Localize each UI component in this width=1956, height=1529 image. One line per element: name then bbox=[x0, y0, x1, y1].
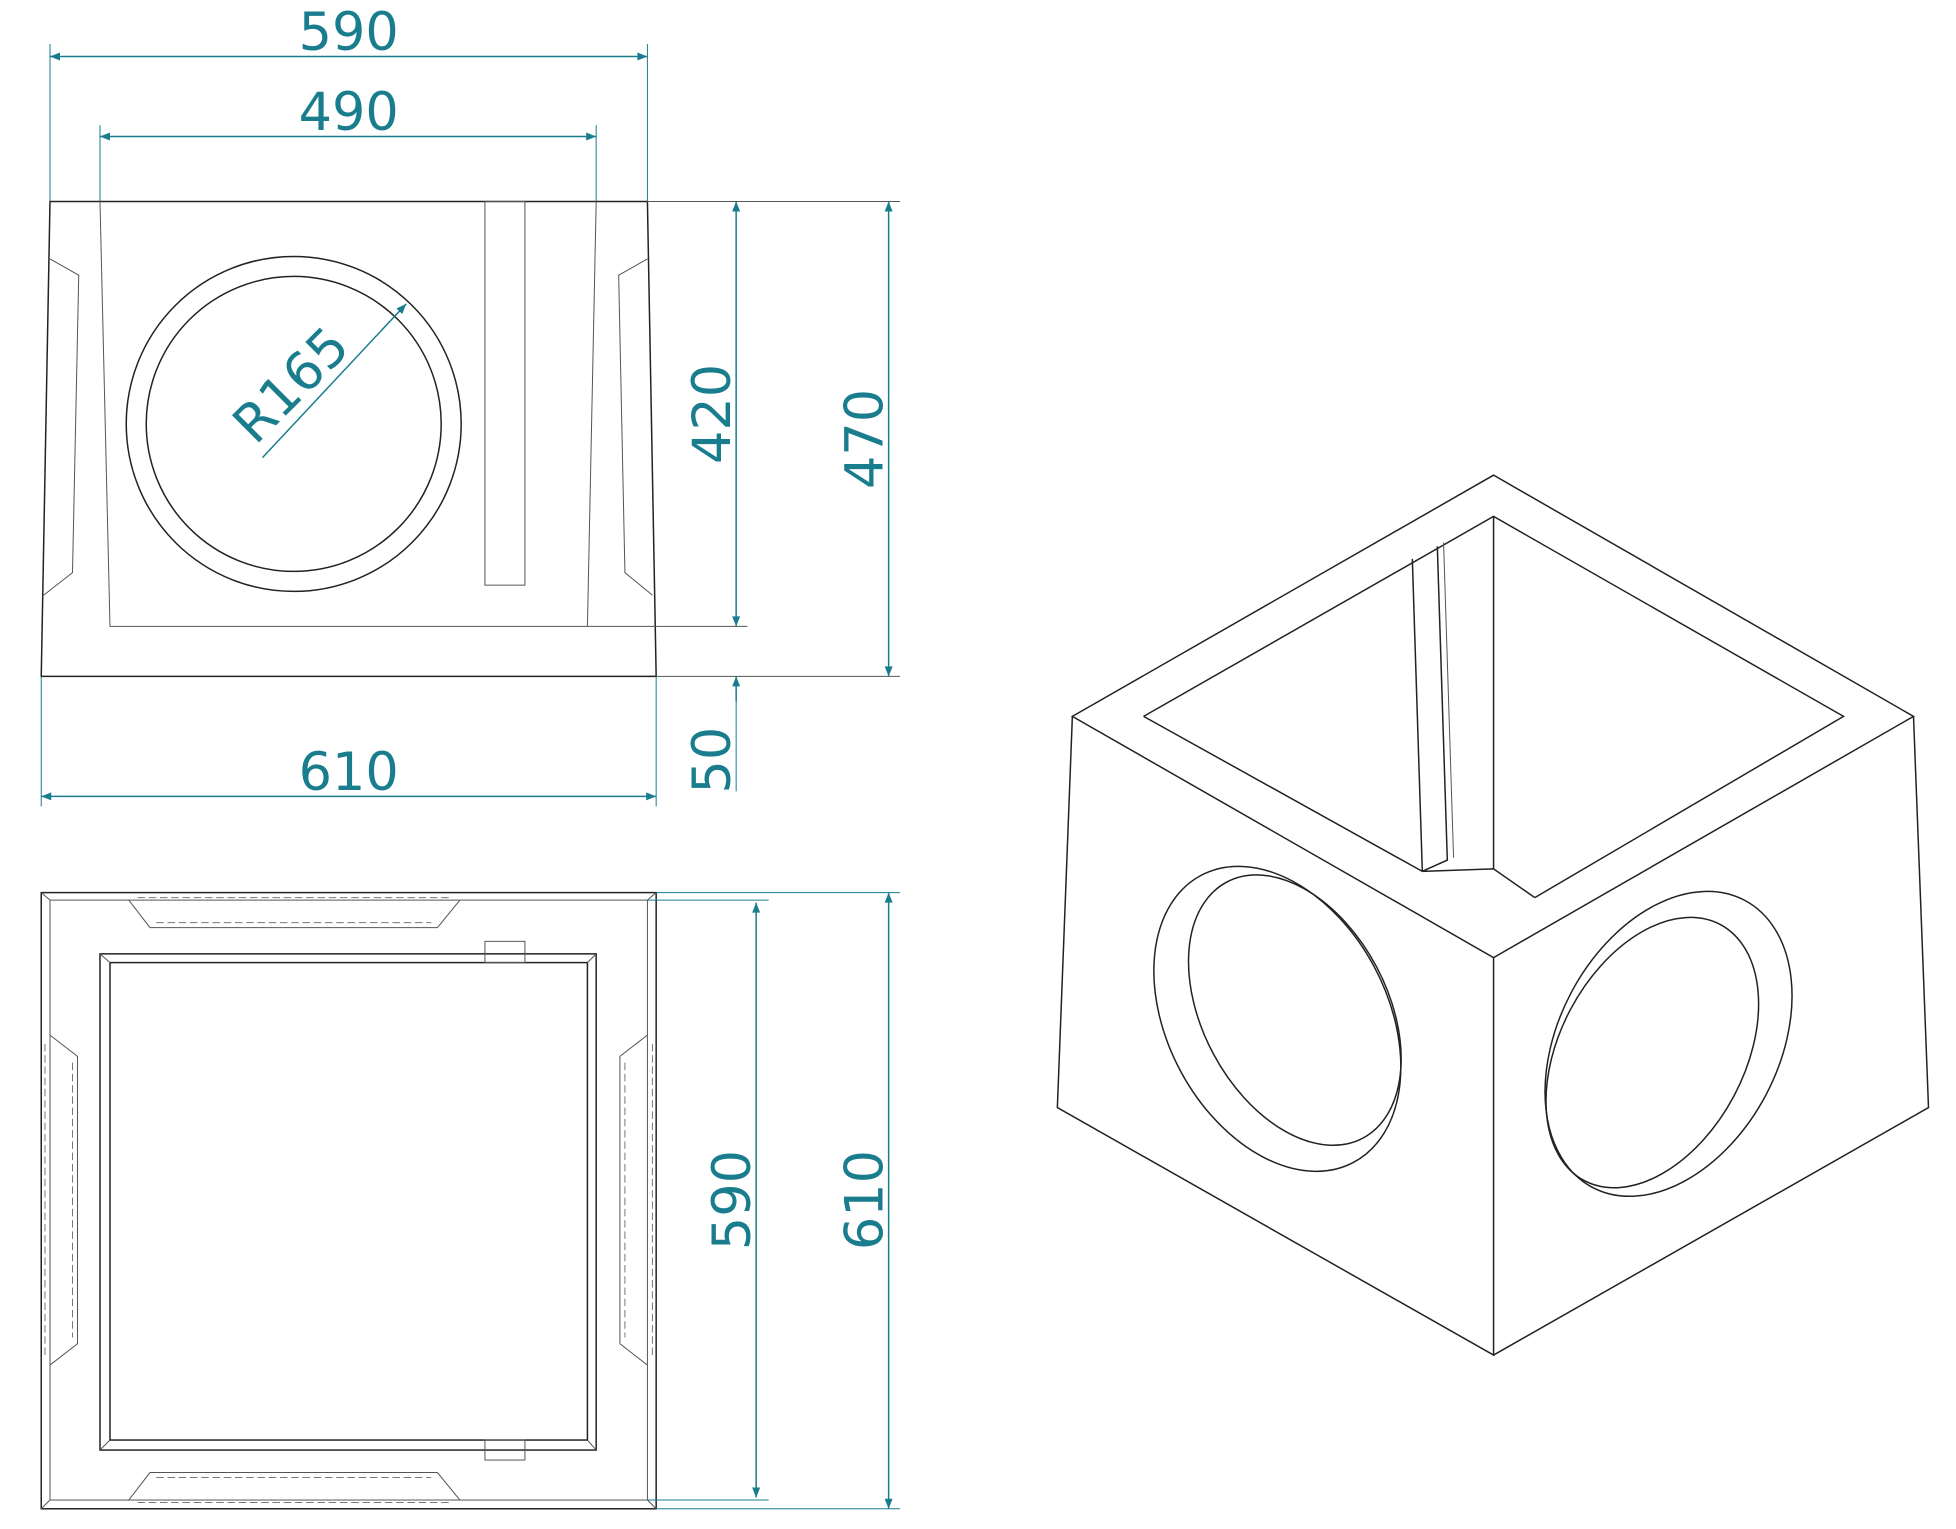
dim-base-thickness: 50 bbox=[682, 727, 743, 794]
isometric-view bbox=[1056, 474, 1930, 1357]
dim-plan-inner-size: 590 bbox=[702, 1150, 763, 1250]
iso-hole-right-outer bbox=[1544, 890, 1793, 1198]
dim-top-inner-width: 490 bbox=[299, 82, 399, 143]
dim-plan-outer-size: 610 bbox=[834, 1150, 895, 1250]
plan-view: 590 610 bbox=[40, 891, 900, 1510]
hole-outer bbox=[125, 255, 462, 593]
dim-inner-height: 420 bbox=[682, 364, 743, 464]
iso-hole-left-outer bbox=[1153, 865, 1402, 1173]
front-view: 590 490 420 470 50 610 R165 bbox=[40, 2, 900, 807]
dim-bottom-width: 610 bbox=[299, 742, 399, 803]
dim-hole-radius: R165 bbox=[221, 315, 361, 455]
dim-total-height: 470 bbox=[834, 389, 895, 489]
hole-inner bbox=[145, 275, 442, 573]
dim-top-outer-width: 590 bbox=[299, 2, 399, 63]
iso-hole-right-inner bbox=[1545, 916, 1760, 1189]
iso-hole-left-inner bbox=[1187, 874, 1402, 1147]
slot bbox=[484, 200, 526, 586]
